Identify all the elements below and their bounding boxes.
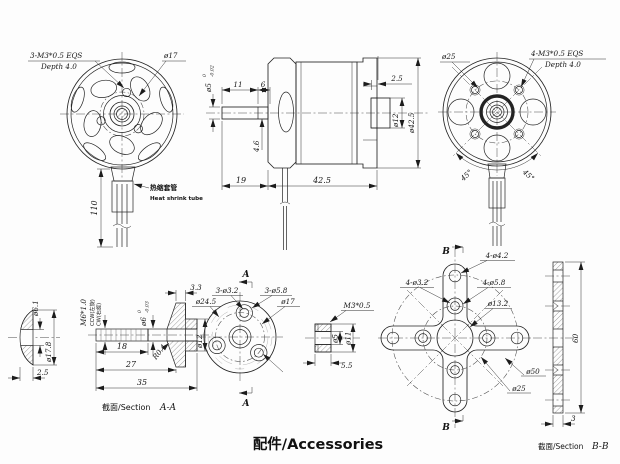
bearing-ring	[479, 94, 515, 130]
x-mount-cbore-holes	[414, 297, 496, 379]
section-marker-a-bottom: A	[242, 399, 250, 409]
dim-25: 2.5	[390, 74, 403, 83]
section-bb-id: B-B	[591, 442, 609, 452]
dim-washer-id: ø6.1	[31, 300, 40, 317]
dim-18: 18	[117, 342, 127, 351]
adapter-holes	[208, 304, 268, 362]
dim-19: 19	[236, 176, 246, 185]
ps-cw-label: CW(右旋)	[95, 303, 103, 326]
dim-35: 35	[137, 378, 147, 387]
af-holes-small-label: 3-ø3.2	[216, 286, 239, 295]
dim-27: 27	[125, 360, 137, 369]
side-view: ø5 0 -0.02 11 6 4.6 2.5 ø12 ø42.5	[202, 56, 428, 250]
dim-boss: ø12	[391, 113, 400, 128]
dim-6: 6	[261, 80, 266, 89]
dim-wire-length: 110	[90, 200, 99, 215]
prop-washer-section: ø6.1 ø17.8 2.5	[8, 300, 60, 381]
xm-bc-label: ø25	[511, 384, 526, 393]
section-marker-b-top: B	[441, 247, 450, 257]
section-bb-view: 60 3 截面/Section B-B	[533, 261, 609, 452]
ps-tol-hi: 0	[137, 310, 143, 313]
section-marker-a-top: A	[242, 270, 250, 280]
dim-fillet: R0.4	[150, 342, 168, 362]
xm-cbore-holes-label: 4-ø5.8	[482, 278, 506, 287]
front-bolt-circle-label: ø17	[163, 51, 178, 60]
x-mount-view: B B 4-ø4.2 4-ø3.2 4-ø5.8 ø13.2 ø50 ø25	[378, 244, 546, 433]
dim-46: 4.6	[252, 140, 261, 153]
dim-45-left: 45°	[458, 168, 474, 184]
section-aa-label: 截面/Section	[102, 402, 150, 412]
xm-tip-holes-label: 4-ø4.2	[485, 251, 509, 260]
af-holes-large-label: 3-ø5.8	[265, 286, 288, 295]
rear-thread-label: 4-M3*0.5 EQS	[530, 49, 583, 58]
rear-wires	[488, 181, 506, 246]
dim-od: ø42.5	[407, 112, 416, 134]
nut-thread-label: M3*0.5	[343, 301, 371, 310]
page-title: 配件/Accessories	[253, 435, 383, 453]
xm-small-holes-label: 4-ø3.2	[405, 278, 429, 287]
dim-11: 11	[233, 80, 242, 89]
xm-od-label: ø50	[525, 367, 540, 376]
section-aa-id: A-A	[159, 403, 177, 413]
dim-bb-height: 60	[571, 333, 580, 343]
dim-washer-od: ø17.8	[44, 341, 53, 363]
dim-shaft-dia: ø5	[204, 83, 213, 93]
dim-ps-boss: ø12	[195, 334, 204, 349]
dim-nut-od: ø11	[344, 332, 353, 346]
ps-tol-lo: -0.03	[145, 301, 151, 313]
section-bb-label: 截面/Section	[538, 441, 584, 451]
section-marker-b-bottom: B	[441, 423, 450, 433]
dim-shaft-tol-lo: -0.02	[210, 65, 216, 77]
af-bc-label: ø17	[280, 297, 295, 306]
ps-ccw-label: CCW(左旋)	[88, 299, 96, 326]
front-view: 110 3-M3*0.5 EQS Depth 4.0 ø17 热缩套管 Heat…	[28, 51, 203, 248]
rear-view: 45° 45° ø25 4-M3*0.5 EQS Depth 4.0	[438, 49, 606, 246]
adapter-face-view: A A 3-ø3.2 3-ø5.8 ø24.5 ø17	[192, 270, 300, 409]
shaft-section	[116, 108, 128, 120]
front-depth-label: Depth 4.0	[40, 62, 77, 71]
dim-bb-thickness: 3	[571, 414, 576, 423]
prop-nut-section: M3*0.5 ø5 ø11 5.5	[303, 301, 374, 370]
rear-bc-label: ø25	[441, 52, 456, 61]
heat-shrink-label-cn: 热缩套管	[150, 183, 177, 192]
heat-shrink-label-en: Heat shrink tube	[150, 196, 203, 202]
thread-ticks	[100, 329, 142, 341]
dim-nut-id: ø5	[331, 334, 340, 344]
dim-425: 42.5	[312, 176, 331, 185]
dim-45-right: 45°	[520, 167, 536, 183]
motor-wires	[112, 184, 132, 247]
m3-thread-holes	[469, 84, 525, 140]
rotor-rim-windows	[70, 61, 174, 161]
xm-center-hole-label: ø13.2	[487, 299, 509, 308]
prop-shaft-section: M6*1.0 CCW(左旋) CW(右旋) ø6 0 -0.03 3.3 ø12…	[79, 283, 212, 413]
ps-thread-label: M6*1.0	[79, 299, 88, 327]
x-mount-body	[380, 263, 530, 413]
af-od-label: ø24.5	[195, 297, 217, 306]
dim-nut-len: 5.5	[341, 361, 353, 370]
rear-depth-label: Depth 4.0	[544, 60, 581, 69]
dim-washer-t: 2.5	[36, 368, 49, 377]
ps-dia-label: ø6	[139, 317, 148, 327]
dim-33: 3.3	[190, 283, 202, 292]
front-thread-label: 3-M3*0.5 EQS	[30, 51, 82, 60]
dim-shaft-tol-hi: 0	[202, 74, 208, 77]
